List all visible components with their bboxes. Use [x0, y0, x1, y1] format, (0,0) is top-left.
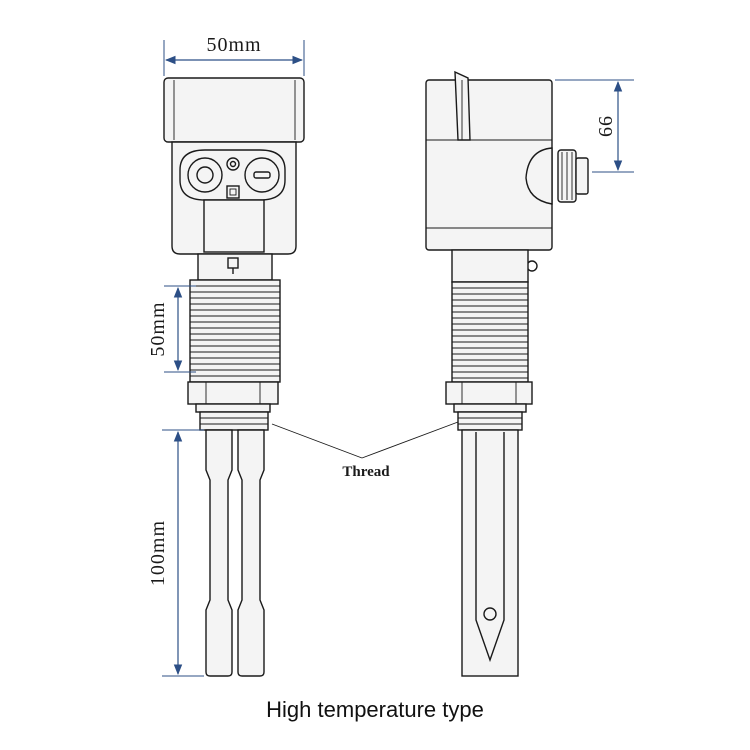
- side-cooling-fins: [451, 281, 529, 383]
- right-knob-icon: [244, 157, 280, 193]
- front-cover: [163, 77, 305, 143]
- front-cooling-fins: [189, 279, 281, 383]
- dimension-housing-width: 50mm: [163, 34, 305, 76]
- blade-profile: [475, 432, 505, 663]
- side-boss: [525, 147, 553, 205]
- front-housing-lower: [203, 199, 265, 253]
- fork-tine-right: [237, 429, 265, 677]
- side-view: [425, 70, 589, 677]
- dimension-neck-length: 50mm: [147, 285, 196, 373]
- side-neck-block: [451, 249, 529, 283]
- fork-length-label: 100mm: [147, 520, 169, 586]
- front-view: [163, 77, 305, 677]
- side-hex-nut: [445, 381, 533, 405]
- thread-label: Thread: [342, 464, 390, 480]
- cover-clip: [454, 70, 471, 141]
- housing-width-label: 50mm: [206, 34, 261, 56]
- dimension-housing-height: 66: [555, 79, 634, 173]
- side-thread: [457, 411, 523, 431]
- led-indicator-icon: [226, 157, 240, 171]
- thread-callout: Thread: [271, 421, 459, 480]
- blade-hole-icon: [483, 607, 497, 621]
- diagram-caption: High temperature type: [266, 697, 484, 722]
- front-thread: [199, 411, 269, 431]
- front-panel-window: [179, 149, 286, 201]
- front-neck-block: [197, 253, 273, 281]
- side-blade: [461, 429, 519, 677]
- housing-height-label: 66: [595, 115, 617, 137]
- left-knob-icon: [187, 157, 223, 193]
- fork-tine-left: [205, 429, 233, 677]
- front-hex-nut: [187, 381, 279, 405]
- dimension-fork-length: 100mm: [147, 429, 204, 677]
- neck-length-label: 50mm: [147, 301, 169, 356]
- cable-gland-icon: [557, 149, 589, 203]
- square-indicator-icon: [226, 185, 240, 199]
